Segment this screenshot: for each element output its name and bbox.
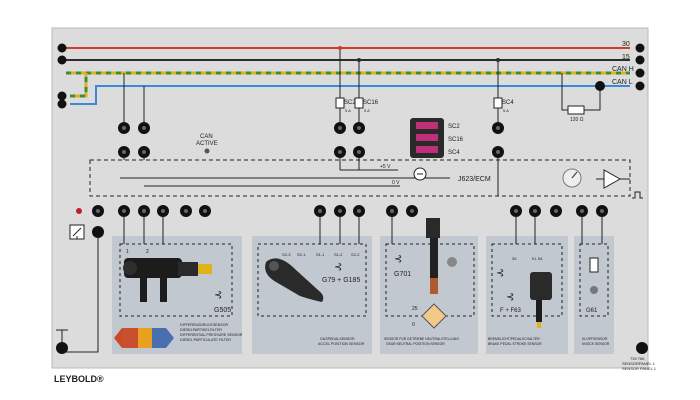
gear-sensor-icon — [426, 218, 457, 294]
brake-desc-2: BRAKE PEDAL STROKE SENSOR — [488, 342, 542, 346]
bus-sockets-left[interactable] — [57, 43, 67, 109]
knock-desc-1: KLOPFSENSOR — [582, 337, 608, 341]
dpf-desc-1: DIFFERENZDRUCKSENSOR — [180, 323, 229, 327]
socket-row-upper-inner — [122, 126, 500, 154]
wire-canh-left-stripe — [70, 73, 88, 98]
gear-mark-25: 25 — [412, 306, 418, 312]
knock-crystal-icon — [589, 257, 599, 273]
gear-shift-diamond — [421, 303, 447, 329]
zero-v-label: 0 V — [392, 180, 400, 186]
module-gear-panel — [380, 236, 478, 354]
dpf-desc-2: DIESELPARTIKELFILTER — [180, 328, 222, 332]
holder-sc16: SC16 — [448, 137, 464, 143]
accelerator-pedal-icon — [265, 258, 324, 302]
pedal-pins: S2-3 S2-1 S1-1 S1-2 S2-2 — [282, 252, 360, 257]
label-canh: CAN H — [612, 66, 634, 73]
brake-switch-icon — [530, 272, 552, 328]
panel-id-1: 739 766 — [630, 356, 645, 361]
bus-sockets-right[interactable] — [635, 43, 645, 91]
brake-pin-b: KL 54 — [532, 256, 543, 261]
dpf-desc-4: DIESEL PARTICULATE FILTER — [180, 338, 231, 342]
brake-code: F + F63 — [500, 308, 522, 314]
pedal-switch-icon: ⊰ — [334, 262, 342, 273]
fuse-sc4-amp: 5 A — [503, 108, 509, 113]
brake-desc-1: BREMSLICHT/PEDALSCHALTER — [488, 337, 540, 341]
fuse-sc4-label: SC4 — [502, 100, 514, 106]
holder-sc4: SC4 — [448, 150, 460, 156]
brake-switch-sym: ⊰ — [506, 292, 514, 303]
plus5v-label: +5 V — [380, 164, 391, 170]
can-termination-resistor — [561, 73, 605, 115]
knock-sensor-icon — [590, 286, 598, 294]
can-active-label-1: CAN — [200, 134, 213, 140]
svg-text:S1-2: S1-2 — [334, 252, 343, 257]
brand-logo: LEYBOLD® — [54, 374, 104, 384]
fuse-sc2-amp: 5 A — [345, 108, 351, 113]
svg-text:S2-1: S2-1 — [297, 252, 306, 257]
pedal-code: G79 + G185 — [322, 277, 360, 284]
bus-lines — [66, 47, 630, 105]
svg-text:S2-2: S2-2 — [351, 252, 360, 257]
gear-desc-2: GEAR NEUTRAL POSITION SENSOR — [386, 342, 445, 346]
pedal-desc-1: GASPEDALSENSOR — [320, 337, 355, 341]
module-wiring — [62, 217, 603, 353]
gear-mark-0: 0 — [412, 322, 415, 328]
can-active-led — [204, 148, 210, 154]
svg-text:S1-1: S1-1 — [316, 252, 325, 257]
knock-desc-2: KNOCK SENSOR — [582, 342, 610, 346]
dpf-desc-3: DIFFERENTIAL PRESSURE SENSOR — [180, 333, 243, 337]
gear-code: G701 — [394, 271, 411, 278]
label-15: 15 — [622, 54, 630, 61]
knock-code: G61 — [586, 308, 598, 314]
svg-text:S2-3: S2-3 — [282, 252, 291, 257]
socket-row-lower-inner — [96, 209, 604, 213]
pulse-output-icon — [632, 191, 643, 199]
gear-desc-1: SENSOR FÜR GETRIEBE NEUTRALSTELLUNG — [384, 337, 459, 341]
dpf-code: G505 — [214, 307, 231, 314]
fuse-sc16-amp: 5 A — [364, 108, 370, 113]
panel-id-3: SENSOR PANEL 1 — [622, 366, 657, 371]
bus-drops — [123, 48, 499, 122]
brake-relay-icon: ⊰ — [496, 268, 504, 279]
ecu-dashed-outline — [89, 159, 631, 197]
wire-canl — [70, 85, 630, 105]
fuse-symbols — [335, 97, 503, 109]
warning-led — [76, 208, 82, 214]
fuse-sc16-label: SC16 — [363, 100, 379, 106]
dpf-pin-left: 1 — [126, 249, 129, 255]
particulate-filter-icon — [114, 328, 174, 348]
dpf-switch-icon: ⊰ — [214, 290, 222, 301]
module-knock-panel — [574, 236, 614, 354]
gear-switch-icon: ⊰ — [394, 254, 402, 265]
dpf-pin-mid: 2 — [146, 249, 149, 255]
fuse-holder-block[interactable] — [410, 118, 444, 158]
pedal-desc-2: ACCEL POSITION SENSOR — [318, 342, 365, 346]
ecu-name: J623/ECM — [458, 176, 491, 183]
label-30: 30 — [622, 41, 630, 48]
label-canl: CAN L — [612, 79, 633, 86]
can-active-label-2: ACTIVE — [196, 141, 218, 147]
holder-sc2: SC2 — [448, 124, 460, 130]
resistor-label: 120 Ω — [570, 117, 584, 123]
fuse-sc2-label: SC2 — [344, 100, 356, 106]
brake-pin-a: 30 — [512, 256, 517, 261]
panel-id-2: SENSORPANEL 1 — [622, 361, 656, 366]
pressure-sensor-icon — [123, 258, 212, 302]
module-brake-panel — [486, 236, 568, 354]
